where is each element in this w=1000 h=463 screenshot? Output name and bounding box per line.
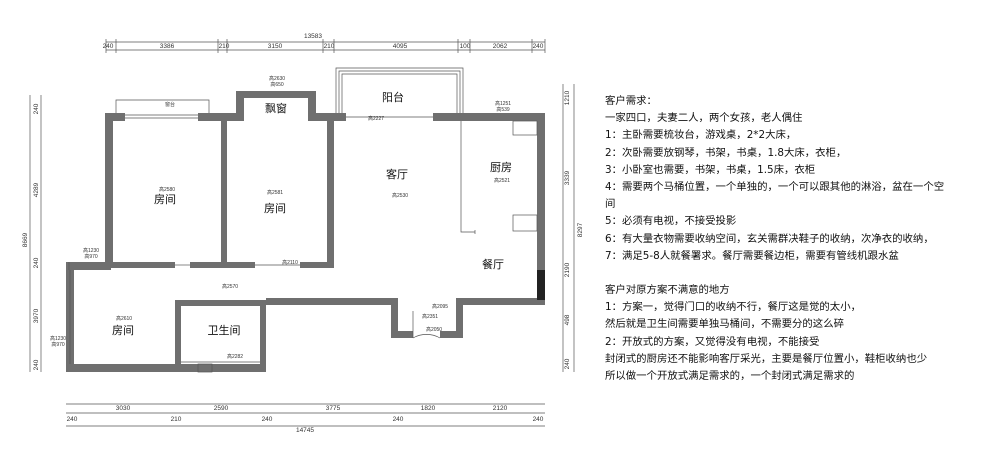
dim-bottom-b2: 240 xyxy=(262,416,273,423)
dim-bottom-1: 2590 xyxy=(214,405,229,412)
dim-bottom-b0: 240 xyxy=(67,416,78,423)
complaint-4: 封闭式的厨房还不能影响客厅采光，主要是餐厅位置小，鞋柜收纳也少 xyxy=(605,352,928,365)
left-dimensions: 240 4289 240 3970 240 8669 xyxy=(22,95,42,372)
dim-left-4: 240 xyxy=(33,359,40,370)
dim-bottom-b3: 240 xyxy=(393,416,404,423)
height-bay-2: 高650 xyxy=(270,81,284,88)
dim-left-total: 8669 xyxy=(22,232,29,247)
dim-top-5: 4095 xyxy=(393,43,408,50)
dim-left-3: 3970 xyxy=(33,308,40,323)
room-balcony: 阳台 xyxy=(382,90,404,104)
dim-top-7: 2062 xyxy=(493,43,508,50)
room-dining: 餐厅 xyxy=(482,257,504,271)
room-living: 客厅 xyxy=(386,167,408,181)
height-bedroom-3: 高2610 xyxy=(116,315,132,322)
height-left-a: 高1230 xyxy=(83,247,99,254)
height-left-d: 高970 xyxy=(51,341,65,348)
height-kitchen-a: 高1251 xyxy=(495,100,511,107)
height-kitchen-b: 高539 xyxy=(496,106,510,113)
dim-bottom-0: 3030 xyxy=(116,405,131,412)
walls xyxy=(66,91,545,372)
client-notes: 客户需求： 一家四口，夫妻二人，两个女孩，老人偶住 1：主卧需要梳妆台，游戏桌，… xyxy=(605,93,997,385)
dim-right-0: 1210 xyxy=(564,90,571,105)
height-labels: 高2580 高2581 高2530 高2227 高2521 高2570 高261… xyxy=(50,75,511,360)
notes-item-7: 7：满足5-8人就餐署求。餐厅需要餐边柜，需要有管线机跟水盆 xyxy=(605,249,899,262)
height-living: 高2530 xyxy=(392,192,408,199)
height-left-c: 高1230 xyxy=(50,335,66,342)
height-beam-bed2: 高2110 xyxy=(282,259,298,266)
height-left-b: 高970 xyxy=(84,253,98,260)
complaint-5: 所以做一个开放式满足需求的，一个封闭式满足需求的 xyxy=(605,370,855,383)
height-beam-dining: 高2095 xyxy=(432,303,448,310)
dim-top-1: 3386 xyxy=(160,43,175,50)
dim-bottom-b1: 210 xyxy=(171,416,182,423)
right-dimensions: 1210 3339 2190 498 240 8297 xyxy=(562,84,584,372)
dim-left-2: 240 xyxy=(33,257,40,268)
height-bedroom-2: 高2581 xyxy=(267,189,283,196)
notes-item-1: 1：主卧需要梳妆台，游戏桌，2*2大床， xyxy=(605,129,797,142)
notes-item-2: 2：次卧需要放钢琴，书架，书桌，1.8大床，衣柜， xyxy=(605,146,847,159)
notes-item-4-cont: 间 xyxy=(605,198,616,211)
notes-item-3: 3：小卧室也需要，书架，书桌，1.5床，衣柜 xyxy=(605,163,816,176)
height-corridor: 高2570 xyxy=(222,283,238,290)
height-entry: 高2351 xyxy=(422,313,438,320)
dim-left-1: 4289 xyxy=(33,182,40,197)
complaint-title: 客户对原方案不满意的地方 xyxy=(605,284,730,297)
notes-title: 客户需求： xyxy=(605,95,657,107)
dim-bottom-3: 1820 xyxy=(421,405,436,412)
height-bath: 高2282 xyxy=(227,353,243,360)
dim-right-total: 8297 xyxy=(577,222,584,237)
dim-bottom-total: 14745 xyxy=(296,427,314,434)
dim-top-0: 240 xyxy=(103,43,114,50)
complaint-1: 1：方案一，觉得门口的收纳不行，餐厅这是觉的太小， xyxy=(605,301,861,314)
dim-bottom-b4: 240 xyxy=(533,416,544,423)
room-bedroom-3: 房间 xyxy=(112,324,134,337)
complaint-3: 2：开放式的方案，又觉得没有电视，不能接受 xyxy=(605,335,820,348)
notes-family: 一家四口，夫妻二人，两个女孩，老人偶住 xyxy=(605,112,803,125)
room-bedroom-1: 房间 xyxy=(154,193,176,206)
dim-left-0: 240 xyxy=(33,103,40,114)
room-bay-window: 飘窗 xyxy=(265,101,287,115)
dim-bottom-2: 3775 xyxy=(326,405,341,412)
balcony-outline xyxy=(68,67,545,373)
bottom-dimensions: 3030 2590 3775 1820 2120 240 210 240 240… xyxy=(66,403,545,434)
dim-right-1: 3339 xyxy=(564,170,571,185)
height-bedroom-1: 高2580 xyxy=(159,186,175,193)
height-door: 高2050 xyxy=(426,326,442,333)
room-kitchen: 厨房 xyxy=(490,161,512,174)
dim-top-total: 13583 xyxy=(304,33,322,40)
dim-top-6: 100 xyxy=(460,43,471,50)
notes-item-5: 5：必须有电视，不接受投影 xyxy=(605,215,737,228)
floor-plan: 13583 240 3386 210 3150 210 4095 100 206… xyxy=(22,33,584,434)
label-window-sill: 窗台 xyxy=(165,101,175,108)
height-bay: 高2630 xyxy=(269,75,285,82)
top-dimensions: 13583 240 3386 210 3150 210 4095 100 206… xyxy=(103,33,546,53)
dim-right-4: 240 xyxy=(564,358,571,369)
dim-bottom-4: 2120 xyxy=(493,405,508,412)
room-labels: 阳台 飘窗 房间 房间 客厅 厨房 餐厅 房间 卫生间 xyxy=(112,90,512,337)
notes-spacer xyxy=(605,265,997,282)
room-bathroom: 卫生间 xyxy=(208,323,241,337)
notes-item-6: 6：有大量衣物需要收纳空间，玄关需群决鞋子的收纳，次净衣的收纳， xyxy=(605,232,934,245)
complaint-2: 然后就是卫生间需要单独马桶间，不需要分的这么碎 xyxy=(605,318,844,331)
dim-right-3: 498 xyxy=(564,314,571,325)
dim-top-4: 210 xyxy=(324,43,335,50)
notes-item-4: 4：需要两个马桶位置，一个单独的，一个可以跟其他的淋浴，盆在一个空 xyxy=(605,181,945,194)
dim-top-3: 3150 xyxy=(268,43,283,50)
height-balcony: 高2227 xyxy=(368,115,384,122)
height-kitchen: 高2521 xyxy=(494,177,510,184)
room-bedroom-2: 房间 xyxy=(264,202,286,215)
dim-top-2: 210 xyxy=(219,43,230,50)
dim-right-2: 2190 xyxy=(564,262,571,277)
dim-top-8: 240 xyxy=(533,43,544,50)
